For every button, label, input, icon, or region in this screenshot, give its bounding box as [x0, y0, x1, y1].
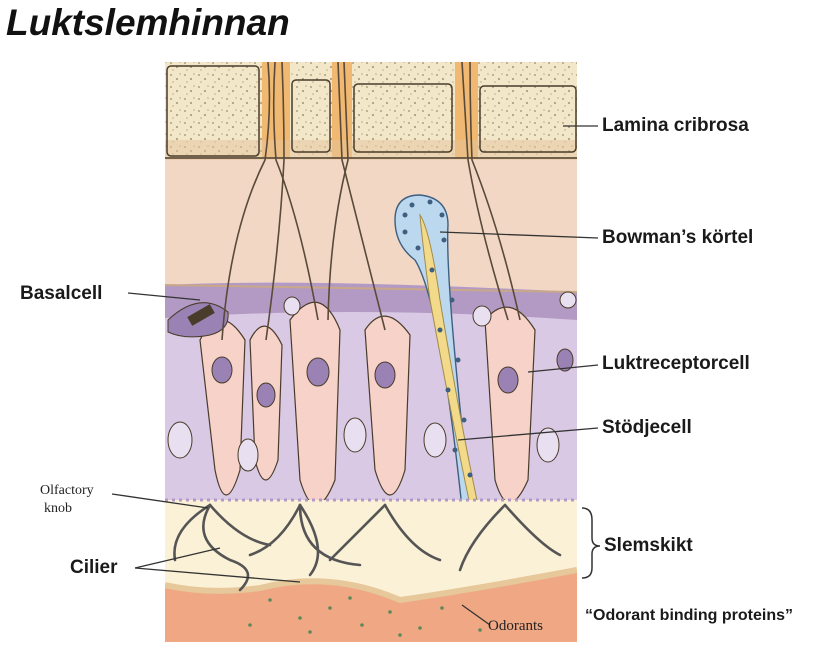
label-odorants: Odorants — [488, 618, 543, 634]
label-luktreceptorcell: Luktreceptorcell — [602, 353, 750, 374]
label-olfactory-knob-line2: knob — [44, 501, 72, 516]
slemskikt-bracket — [581, 507, 601, 579]
label-stodjecell: Stödjecell — [602, 417, 692, 438]
supporting-nucleus — [167, 421, 193, 459]
label-cilier: Cilier — [70, 557, 118, 578]
receptor-cell — [484, 306, 536, 503]
cilia — [173, 503, 562, 592]
odorant-molecules — [248, 596, 482, 637]
receptor-cell — [364, 315, 411, 496]
receptor-cell — [289, 301, 341, 506]
mucus-layer — [165, 500, 577, 600]
page-title: Luktslemhinnan — [6, 2, 290, 43]
label-slemskikt: Slemskikt — [604, 535, 693, 556]
label-basalcell: Basalcell — [20, 283, 103, 304]
label-lamina-cribrosa: Lamina cribrosa — [602, 115, 749, 136]
axon-bundle — [221, 62, 521, 341]
label-bowmans-kortel: Bowman’s körtel — [602, 227, 754, 248]
label-odorant-binding-proteins: “Odorant binding proteins” — [585, 607, 793, 624]
label-olfactory-knob-line1: Olfactory — [40, 483, 94, 498]
nucleus — [211, 356, 233, 384]
